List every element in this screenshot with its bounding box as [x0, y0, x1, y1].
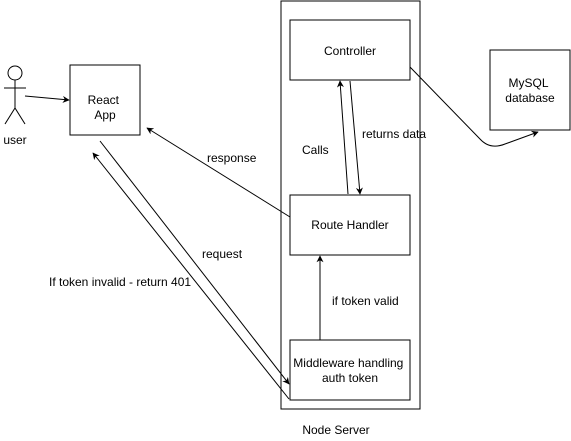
- mysql-database-box: [489, 49, 571, 131]
- token-invalid-label: If token invalid - return 401: [49, 275, 191, 289]
- request-arrow: [99, 140, 290, 385]
- mysql-database-label-line1: MySQL: [509, 76, 549, 90]
- node-server-label: Node Server: [302, 423, 369, 437]
- response-label: response: [207, 151, 257, 165]
- token-invalid-arrow: [92, 152, 290, 400]
- controller-box: [289, 19, 411, 81]
- middleware-label: Middleware handling auth token: [293, 356, 406, 385]
- react-app-label: React App: [88, 93, 123, 122]
- user-to-react-arrow: [24, 95, 70, 103]
- controller-label: Controller: [324, 44, 376, 58]
- react-app-label-line1: React: [88, 93, 120, 107]
- route-handler-box: [289, 194, 411, 256]
- calls-arrow: [336, 80, 349, 195]
- mysql-database-label-line2: database: [505, 91, 555, 105]
- calls-label: Calls: [302, 143, 329, 157]
- mysql-database-label: MySQL database: [505, 76, 555, 105]
- controller-to-mysql-arrow: [409, 66, 539, 147]
- route-handler-label: Route Handler: [311, 218, 388, 232]
- returns-data-label: returns data: [362, 127, 426, 141]
- response-arrow: [146, 127, 291, 218]
- token-valid-label: if token valid: [332, 294, 399, 308]
- stick-figure-icon: [4, 65, 26, 125]
- returns-data-arrow: [349, 80, 363, 195]
- middleware-box: [289, 339, 411, 401]
- middleware-label-line2: auth token: [322, 371, 378, 385]
- middleware-label-line1: Middleware handling: [293, 356, 403, 370]
- react-app-box: [69, 64, 141, 136]
- react-app-label-line2: App: [94, 108, 116, 122]
- request-label: request: [202, 247, 243, 261]
- user-label: user: [3, 133, 26, 147]
